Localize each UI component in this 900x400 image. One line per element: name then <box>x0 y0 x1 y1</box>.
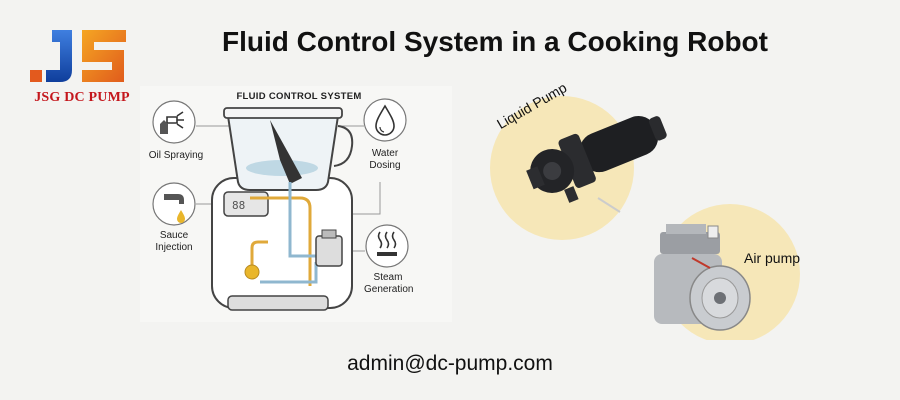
brand-name: JSG DC PUMP <box>34 90 130 105</box>
label-water-dosing: Water Dosing <box>369 148 401 171</box>
liquid-pump-image <box>526 115 667 213</box>
faucet-icon <box>152 182 196 226</box>
pump-products: Liquid Pump Air pump <box>470 79 870 340</box>
contact-email[interactable]: admin@dc-pump.com <box>347 352 553 375</box>
label-oil-spraying: Oil Spraying <box>148 150 204 161</box>
air-pump-label: Air pump <box>744 250 801 266</box>
svg-text:88: 88 <box>232 199 245 212</box>
page-title: Fluid Control System in a Cooking Robot <box>222 26 768 57</box>
label-steam-generation: Steam Generation <box>364 272 414 295</box>
js-logo-icon <box>30 30 126 82</box>
steam-icon <box>365 224 409 268</box>
brand-logo: JSG DC PUMP <box>22 26 142 114</box>
spray-icon <box>152 100 196 144</box>
water-drop-icon <box>363 98 407 142</box>
air-pump-image <box>654 224 751 331</box>
fluid-system-illustration: 88 FLUID CONTROL SYSTEM Oil Spraying Wat… <box>140 86 452 322</box>
illustration-title: FLUID CONTROL SYSTEM <box>236 91 362 102</box>
label-sauce-injection: Sauce Injection <box>155 230 193 253</box>
cooking-robot-drawing: 88 <box>211 107 354 311</box>
